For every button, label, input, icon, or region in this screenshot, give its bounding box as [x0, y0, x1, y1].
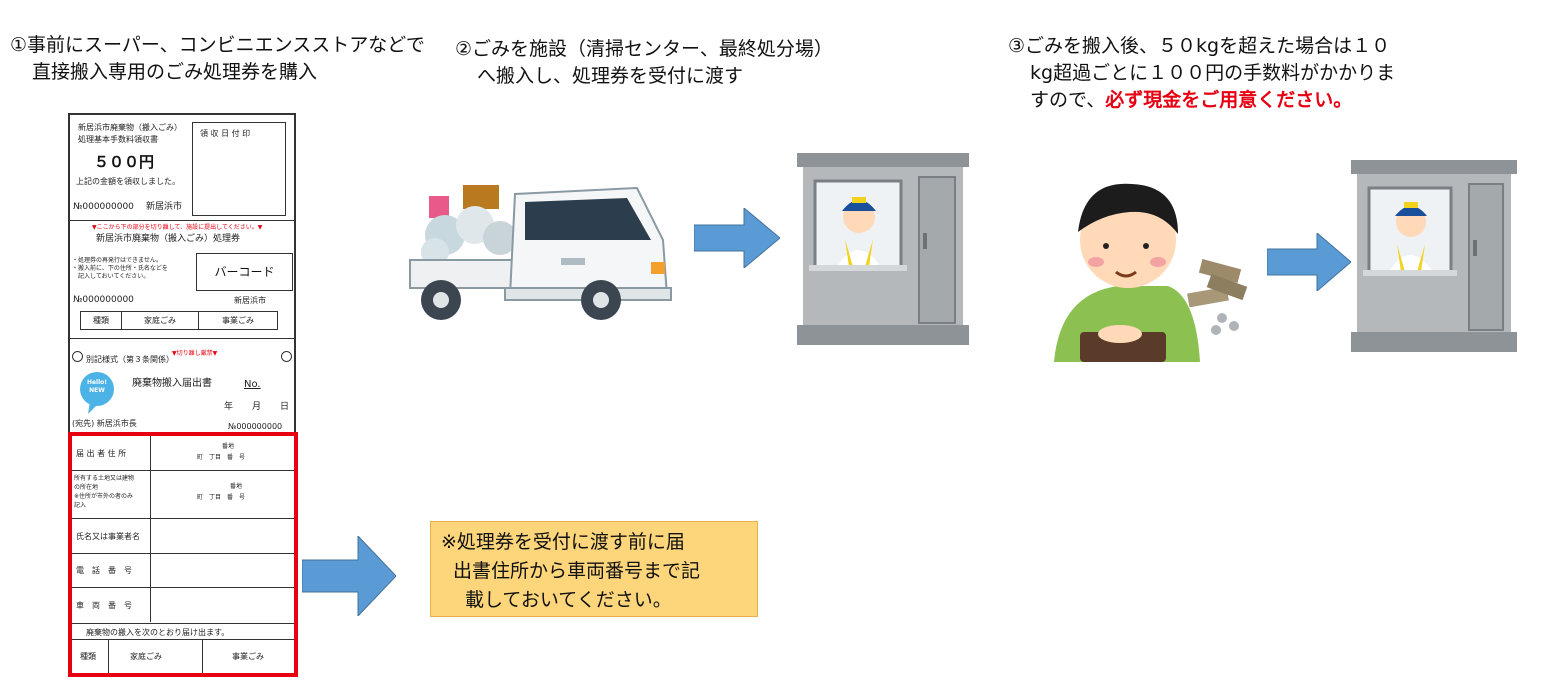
- mascot-icon: [80, 372, 114, 414]
- step2-text: ②ごみを施設（清掃センター、最終処分場） へ搬入し、処理券を受付に渡す: [455, 38, 833, 87]
- person-paying-cash-icon: [1054, 183, 1248, 362]
- garbage-truck-icon: [409, 185, 672, 320]
- disposal-ticket: 新居浜市廃棄物（搬入ごみ） 処理基本手数料領収書 ５００円 上記の金額を領収しま…: [68, 113, 296, 673]
- reception-booth-icon: [797, 153, 969, 345]
- note-line: 出書住所から車両番号まで記: [453, 560, 701, 582]
- form-highlight-box: 届 出 者 住 所 番地 町 丁目 番 号 所有する土地又は建物 の所在地 ※住…: [68, 432, 298, 677]
- reception-booth-icon: [1351, 160, 1517, 352]
- stamp-box: [192, 122, 286, 216]
- arrow-right-icon: [694, 208, 780, 268]
- barcode-box: バーコード: [196, 253, 293, 291]
- note-box: ※処理券を受付に渡す前に届 出書住所から車両番号まで記 載しておいてください。: [430, 521, 758, 617]
- cash-warning: 必ず現金をご用意ください。: [1105, 89, 1353, 111]
- arrow-right-icon: [302, 536, 396, 616]
- step3-text: ③ごみを搬入後、５０kgを超えた場合は１０ kg超過ごとに１００円の手数料がかか…: [1008, 35, 1396, 111]
- voucher-kind-table: 種類 家庭ごみ 事業ごみ: [80, 311, 278, 330]
- note-line: ※処理券を受付に渡す前に届: [441, 531, 685, 553]
- note-line: 載しておいてください。: [465, 589, 672, 611]
- step1-text: ①事前にスーパー、コンビニエンスストアなどで 直接搬入専用のごみ処理券を購入: [10, 34, 425, 83]
- arrow-right-icon: [1267, 233, 1351, 291]
- ticket-price: ５００円: [94, 153, 155, 171]
